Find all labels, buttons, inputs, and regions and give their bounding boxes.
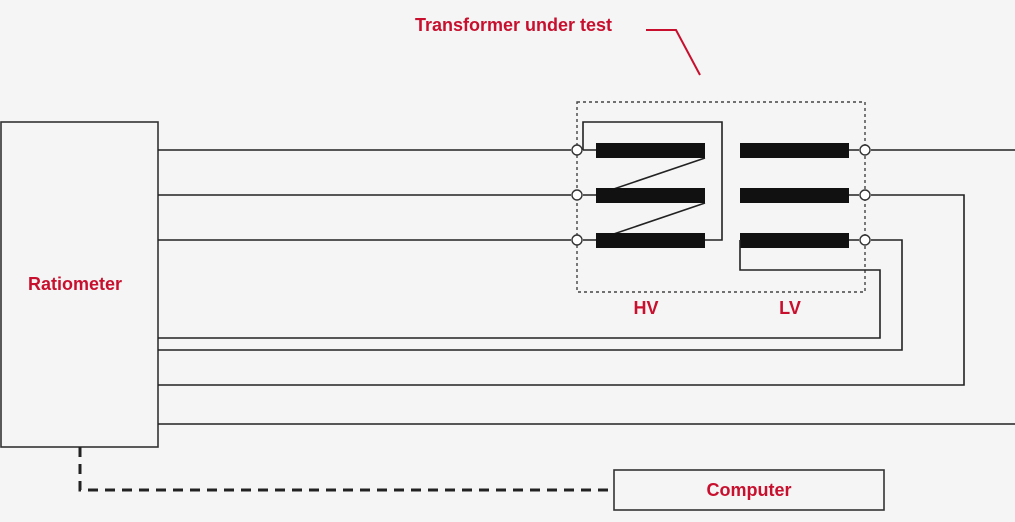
lv-coil-2 — [740, 188, 849, 203]
lv-label: LV — [779, 298, 801, 318]
ratiometer-label: Ratiometer — [28, 274, 122, 294]
hv-terminal-3[interactable] — [571, 234, 583, 246]
hv-label: HV — [633, 298, 658, 318]
data-link-dashed — [78, 447, 614, 492]
lv-coil-3 — [740, 233, 849, 248]
hv-terminal-2[interactable] — [571, 189, 583, 201]
hv-coil-1 — [596, 143, 705, 158]
lv-terminals — [859, 144, 871, 246]
hv-coil-2 — [596, 188, 705, 203]
lv-terminal-3[interactable] — [859, 234, 871, 246]
lv-lead-3 — [158, 239, 903, 351]
lv-winding-connection — [158, 149, 881, 339]
hv-terminals — [571, 144, 583, 246]
lv-terminal-1[interactable] — [859, 144, 871, 156]
computer-label: Computer — [707, 480, 792, 500]
computer-box[interactable] — [613, 469, 885, 511]
annotation-leader — [646, 29, 701, 76]
ratiometer-box[interactable] — [0, 121, 159, 448]
transformer-under-test-label: Transformer under test — [415, 15, 612, 35]
hv-winding-connection — [582, 121, 723, 241]
hv-coil-3 — [596, 233, 705, 248]
lv-lead-2 — [158, 194, 965, 386]
lv-coil-1 — [740, 143, 849, 158]
hv-terminal-1[interactable] — [571, 144, 583, 156]
lv-terminal-2[interactable] — [859, 189, 871, 201]
